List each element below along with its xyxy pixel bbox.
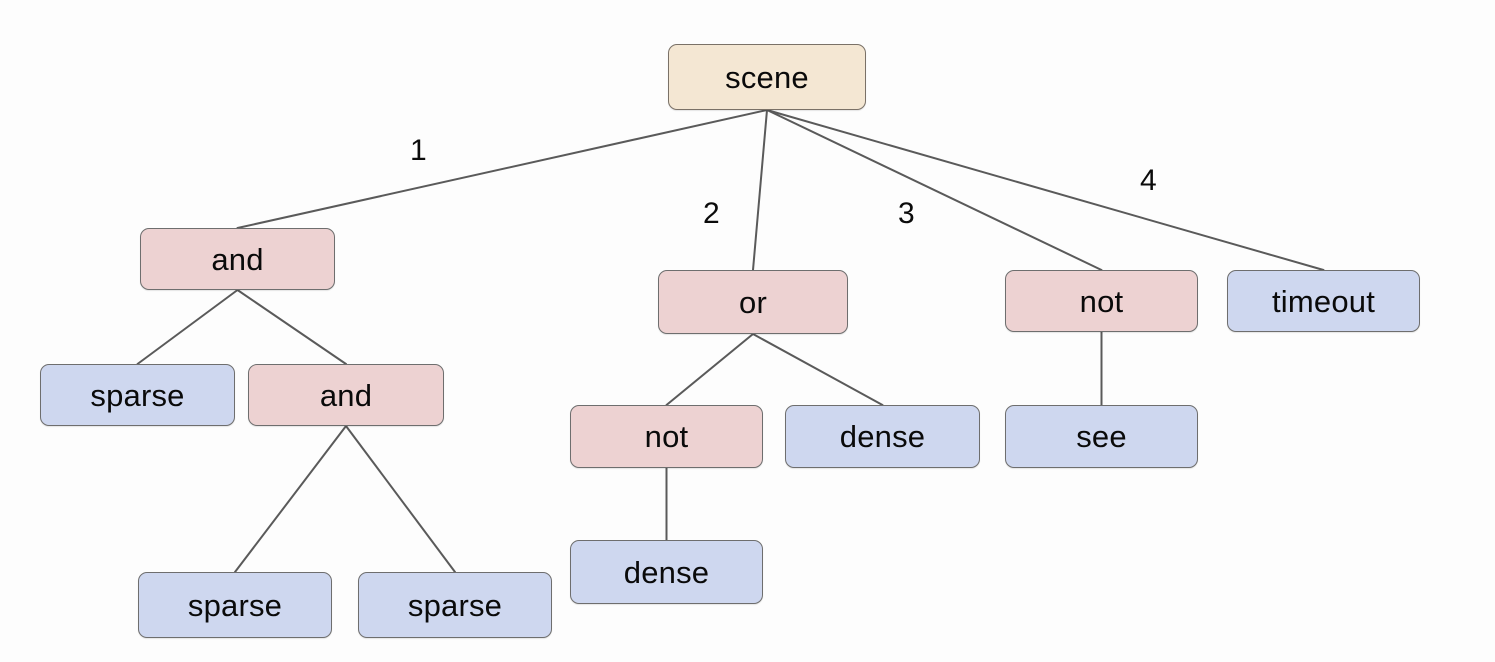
tree-node-label: timeout (1271, 283, 1376, 319)
tree-node-label: dense (623, 554, 710, 590)
tree-node-label: and (319, 377, 373, 413)
tree-node-timeout1[interactable]: timeout (1227, 270, 1420, 332)
tree-node-label: see (1076, 419, 1127, 454)
tree-node-scene[interactable]: scene (668, 44, 866, 110)
tree-edge-and2-to-sparse2 (234, 425, 347, 573)
tree-node-label: sparse (90, 377, 185, 413)
tree-node-dense2[interactable]: dense (570, 540, 763, 604)
tree-edge-or1-to-not2 (665, 333, 754, 406)
edge-label-1: 1 (410, 134, 427, 167)
tree-edge-scene-to-not1 (766, 109, 1103, 271)
tree-node-sparse2[interactable]: sparse (138, 572, 332, 638)
tree-node-dense1[interactable]: dense (785, 405, 980, 468)
tree-node-sparse3[interactable]: sparse (358, 572, 552, 638)
tree-edge-and2-to-sparse3 (345, 425, 456, 573)
tree-edge-or1-to-dense1 (752, 333, 884, 406)
tree-node-see1[interactable]: see (1005, 405, 1198, 468)
tree-node-label: sparse (187, 587, 283, 623)
tree-edge-scene-to-timeout1 (766, 109, 1325, 271)
tree-node-not2[interactable]: not (570, 405, 763, 468)
tree-node-and1[interactable]: and (140, 228, 335, 290)
tree-node-label: scene (725, 59, 809, 95)
tree-node-or1[interactable]: or (658, 270, 848, 334)
tree-node-label: not (1079, 283, 1124, 319)
tree-edge-scene-to-and1 (236, 109, 768, 229)
tree-edge-and1-to-sparse1 (136, 289, 239, 365)
tree-node-label: or (739, 284, 767, 320)
tree-edge-and1-to-and2 (236, 289, 347, 365)
edge-label-4: 4 (1140, 164, 1157, 197)
tree-node-sparse1[interactable]: sparse (40, 364, 235, 426)
tree-edge-scene-to-or1 (752, 109, 768, 271)
tree-node-label: sparse (407, 587, 503, 623)
tree-node-label: not (644, 419, 689, 454)
tree-node-label: dense (839, 419, 926, 454)
edge-label-3: 3 (898, 197, 915, 230)
edge-label-2: 2 (703, 197, 720, 230)
tree-node-and2[interactable]: and (248, 364, 444, 426)
tree-node-label: and (211, 241, 264, 277)
tree-node-not1[interactable]: not (1005, 270, 1198, 332)
